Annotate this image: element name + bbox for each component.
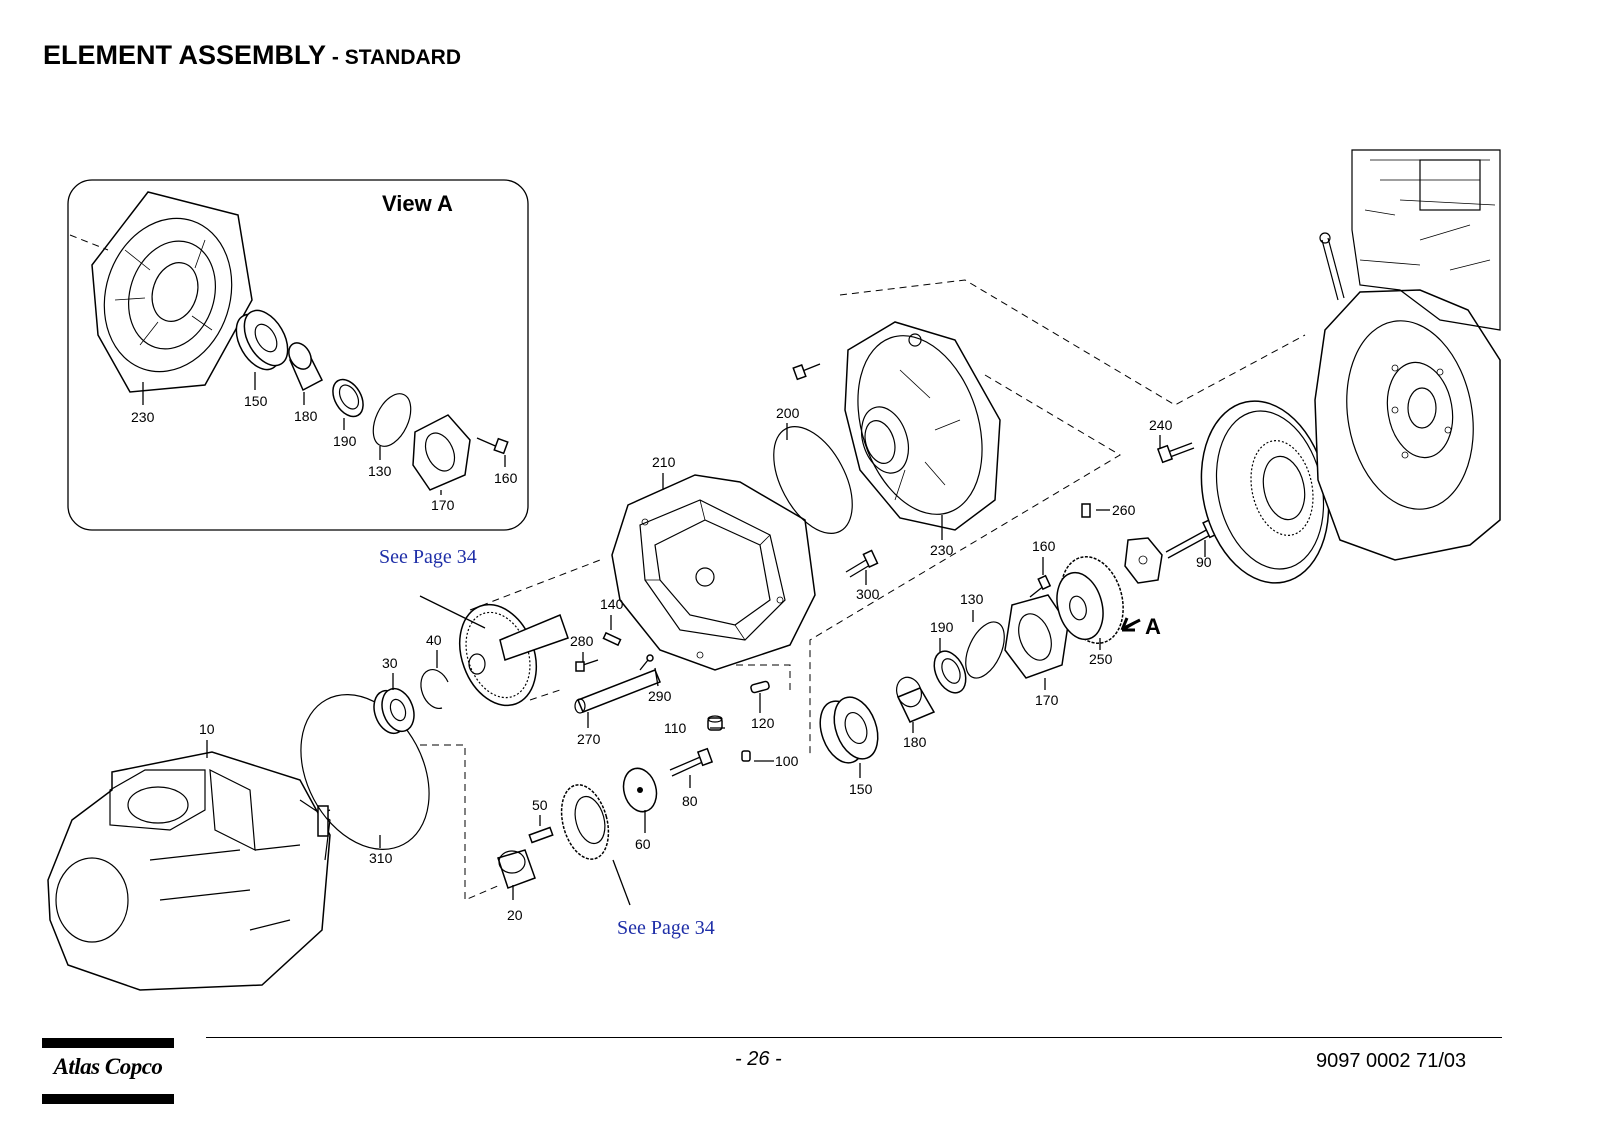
callout-290: 290 <box>648 688 672 704</box>
inset-label-170: 170 <box>431 497 455 513</box>
inset-oring-130 <box>372 393 412 447</box>
bolt-240 <box>1156 442 1195 464</box>
callout-40: 40 <box>426 632 442 648</box>
callout-150: 150 <box>849 781 873 797</box>
inset-label-130: 130 <box>368 463 392 479</box>
oring-310 <box>300 694 430 850</box>
callout-310: 310 <box>369 850 393 866</box>
callout-110: 110 <box>664 720 687 736</box>
see-page-reference-bottom: See Page 34 <box>617 917 715 939</box>
callout-60: 60 <box>635 836 651 852</box>
plug-100 <box>741 750 751 762</box>
callout-100: 100 <box>775 753 799 769</box>
inset-bush-180 <box>288 342 323 392</box>
inset-housing-230 <box>69 191 253 393</box>
inset-label-190: 190 <box>333 433 357 449</box>
screw-280 <box>575 659 599 672</box>
oring-130 <box>965 621 1005 679</box>
page-title: ELEMENT ASSEMBLY - STANDARD <box>43 40 461 71</box>
callout-170: 170 <box>1035 692 1059 708</box>
callout-labels: 10 20 30 40 50 60 80 90 100 110 120 130 … <box>199 405 1212 923</box>
callout-190: 190 <box>930 619 954 635</box>
logo-bar-bottom <box>42 1094 174 1104</box>
inset-label-150: 150 <box>244 393 268 409</box>
view-a-arrow-marker: A <box>1120 614 1161 639</box>
logo-wordmark: Atlas Copco <box>53 1054 163 1079</box>
inset-bolt-160 <box>476 437 509 455</box>
inset-label-160: 160 <box>494 470 518 486</box>
element-housing-10 <box>47 751 331 991</box>
setscrew-260 <box>1081 503 1091 518</box>
leader-lines <box>206 423 1206 906</box>
pin-290 <box>639 654 654 671</box>
gear-shaft-top <box>459 603 569 707</box>
plug-120 <box>750 680 770 694</box>
pin-270 <box>574 669 661 714</box>
inset-label-180: 180 <box>294 408 318 424</box>
screw-230-top <box>792 363 821 381</box>
callout-270: 270 <box>577 731 601 747</box>
bearing-30 <box>373 687 415 735</box>
title-main: ELEMENT ASSEMBLY <box>43 40 327 70</box>
oring-200 <box>773 426 853 534</box>
callout-250: 250 <box>1089 651 1113 667</box>
view-a-marker-letter: A <box>1145 614 1161 639</box>
see-page-reference-top: See Page 34 <box>379 546 477 568</box>
inset-bearing-150 <box>235 309 289 371</box>
inset-label-230: 230 <box>131 409 155 425</box>
title-sub: - STANDARD <box>326 46 461 69</box>
callout-260: 260 <box>1112 502 1136 518</box>
hex-adapter <box>1124 537 1163 584</box>
callout-130: 130 <box>960 591 984 607</box>
gear-bottom <box>560 784 610 860</box>
washer-60 <box>622 767 658 813</box>
callout-210: 210 <box>652 454 676 470</box>
callout-80: 80 <box>682 793 698 809</box>
callout-10: 10 <box>199 721 215 737</box>
engine-flywheel-housing <box>1314 149 1501 561</box>
bolt-300 <box>845 549 879 578</box>
callout-30: 30 <box>382 655 398 671</box>
bush-180 <box>896 676 936 723</box>
callout-180: 180 <box>903 734 927 750</box>
bolt-80 <box>669 747 714 777</box>
gear-casing-210 <box>611 474 816 671</box>
callout-90: 90 <box>1196 554 1212 570</box>
view-a-title: View A <box>382 191 453 216</box>
callout-280: 280 <box>570 633 594 649</box>
housing-230 <box>844 321 1001 531</box>
callout-20: 20 <box>507 907 523 923</box>
pin-140 <box>602 631 622 647</box>
callout-230: 230 <box>930 542 954 558</box>
screw-160 <box>1029 574 1052 598</box>
inset-flange-170 <box>412 414 471 491</box>
callout-160: 160 <box>1032 538 1056 554</box>
document-number: 9097 0002 71/03 <box>1316 1050 1467 1072</box>
coupling-250 <box>1056 556 1124 644</box>
view-a-inset: View A <box>67 179 529 531</box>
flange-170 <box>1004 594 1069 679</box>
logo-bar-top <box>42 1038 174 1048</box>
callout-120: 120 <box>751 715 775 731</box>
bush-20 <box>497 849 536 889</box>
plug-110 <box>707 715 723 731</box>
callout-300: 300 <box>856 586 880 602</box>
callout-50: 50 <box>532 797 548 813</box>
key-50 <box>528 826 554 844</box>
callout-240: 240 <box>1149 417 1173 433</box>
seal-190 <box>933 650 967 694</box>
footer-rule <box>206 1037 1502 1038</box>
callout-140: 140 <box>600 596 624 612</box>
callout-200: 200 <box>776 405 800 421</box>
atlas-copco-logo: Atlas Copco <box>42 1038 174 1104</box>
bearing-150 <box>819 696 879 764</box>
page-number: - 26 - <box>735 1048 782 1070</box>
circlip-40 <box>420 669 449 709</box>
